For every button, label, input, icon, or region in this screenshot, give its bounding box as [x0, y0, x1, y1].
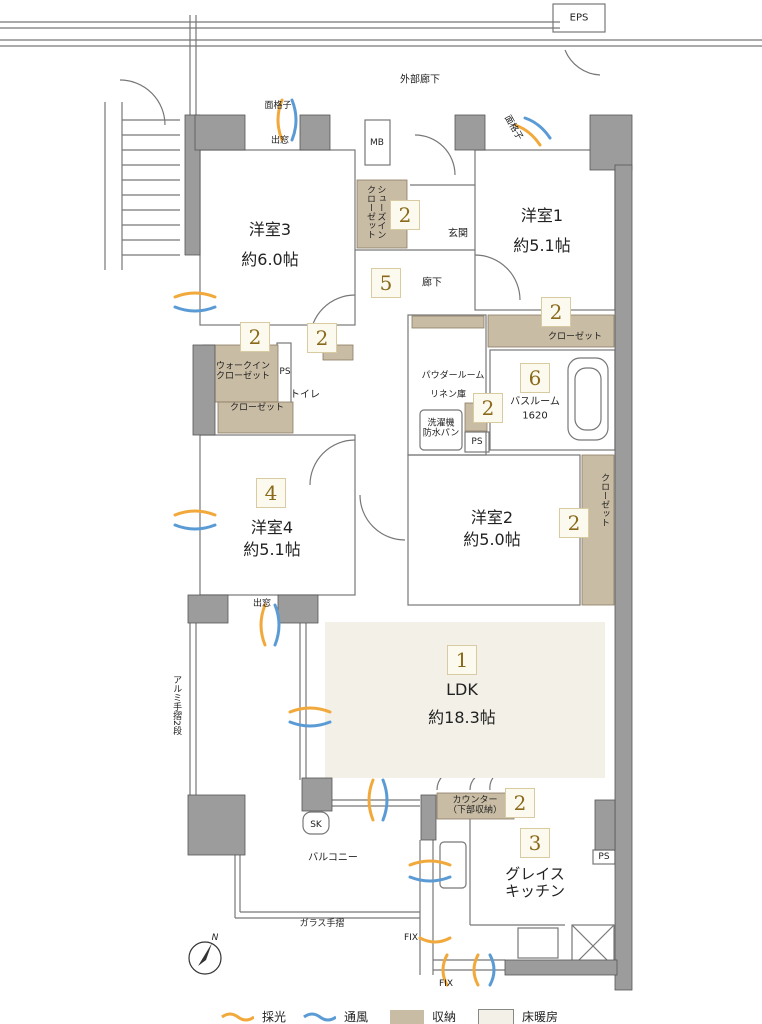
- sk-label: SK: [310, 819, 322, 830]
- badge-toilet: 2: [307, 323, 337, 353]
- washer-pan-label: 洗濯機 防水パン: [422, 418, 460, 439]
- room4-name: 洋室4: [250, 517, 294, 537]
- room4-size: 約5.1帖: [243, 539, 301, 559]
- badge-kitchen: 3: [520, 828, 550, 858]
- glass-rail-label: ガラス手摺: [299, 918, 345, 929]
- compass-north-label: N: [211, 932, 219, 943]
- badge-linen: 2: [473, 393, 503, 423]
- closet-c-label: クローゼット: [599, 473, 610, 527]
- badge-ldk: 1: [447, 645, 477, 675]
- closet-b-label: クローゼット: [547, 331, 603, 342]
- room1-name: 洋室1: [520, 205, 564, 225]
- compass-icon: [188, 941, 222, 975]
- fix-label-1: FIX: [404, 932, 418, 943]
- legend: 採光 通風 収納 床暖房: [220, 1008, 558, 1024]
- badge-closet-room1: 2: [541, 297, 571, 327]
- ps3-label: PS: [598, 851, 610, 862]
- badge-room4: 4: [256, 478, 286, 508]
- ldk-name: LDK: [446, 679, 478, 699]
- grille-left-label: 面格子: [264, 100, 292, 111]
- storage-swatch: [390, 1009, 425, 1024]
- badge-walkin-closet: 2: [240, 322, 270, 352]
- bath-size-label: 1620: [522, 410, 548, 422]
- entrance-label: 玄関: [448, 228, 468, 240]
- counter-label: カウンター （下部収納）: [447, 795, 503, 816]
- room3-size: 約6.0帖: [241, 249, 299, 269]
- room2-size: 約5.0帖: [463, 529, 521, 549]
- toilet-label: トイレ: [290, 389, 320, 401]
- bay-window-top-label: 出窓: [270, 135, 290, 146]
- walkin-closet-label: ウォークイン クローゼット: [215, 361, 271, 382]
- badge-hallway: 5: [371, 268, 401, 298]
- floor-heating-swatch: [478, 1008, 515, 1024]
- ldk-size: 約18.3帖: [428, 707, 496, 727]
- balcony-label: バルコニー: [308, 852, 358, 864]
- kitchen-label: グレイス キッチン: [504, 864, 566, 900]
- room2-name: 洋室2: [470, 507, 514, 527]
- fix-label-2: FIX: [439, 978, 453, 989]
- hallway-label: 廊下: [422, 277, 442, 289]
- badge-bathroom: 6: [520, 363, 550, 393]
- bathroom-label: バスルーム: [510, 396, 560, 408]
- legend-floor-heating: 床暖房: [522, 1010, 559, 1024]
- stairs: [104, 102, 180, 270]
- outside-corridor-label: 外部廊下: [400, 74, 440, 86]
- aluminum-rail-label: アルミ手摺2段: [171, 675, 182, 735]
- light-legend-icon: [221, 1012, 254, 1021]
- ps1-label: PS: [279, 366, 291, 377]
- room3-name: 洋室3: [248, 219, 292, 239]
- room1-size: 約5.1帖: [513, 235, 571, 255]
- mb-label: MB: [370, 137, 384, 148]
- badge-shoes-closet: 2: [390, 200, 420, 230]
- wind-legend-icon: [303, 1012, 337, 1021]
- shoes-closet-label: シューズイン クローゼット: [365, 185, 386, 239]
- badge-closet-room2: 2: [559, 508, 589, 538]
- ps2-label: PS: [471, 436, 483, 447]
- closet-a-label: クローゼット: [229, 402, 285, 413]
- legend-wind: 通風: [344, 1010, 369, 1024]
- powder-room-label: パウダールーム: [421, 370, 485, 381]
- legend-storage: 収納: [432, 1010, 457, 1024]
- linen-label: リネン庫: [429, 389, 467, 400]
- badge-counter: 2: [505, 788, 535, 818]
- light-wind-arrows: [173, 98, 552, 987]
- bay-window-label: 出窓: [252, 598, 272, 609]
- legend-light: 採光: [262, 1010, 287, 1024]
- eps-label: EPS: [569, 12, 589, 24]
